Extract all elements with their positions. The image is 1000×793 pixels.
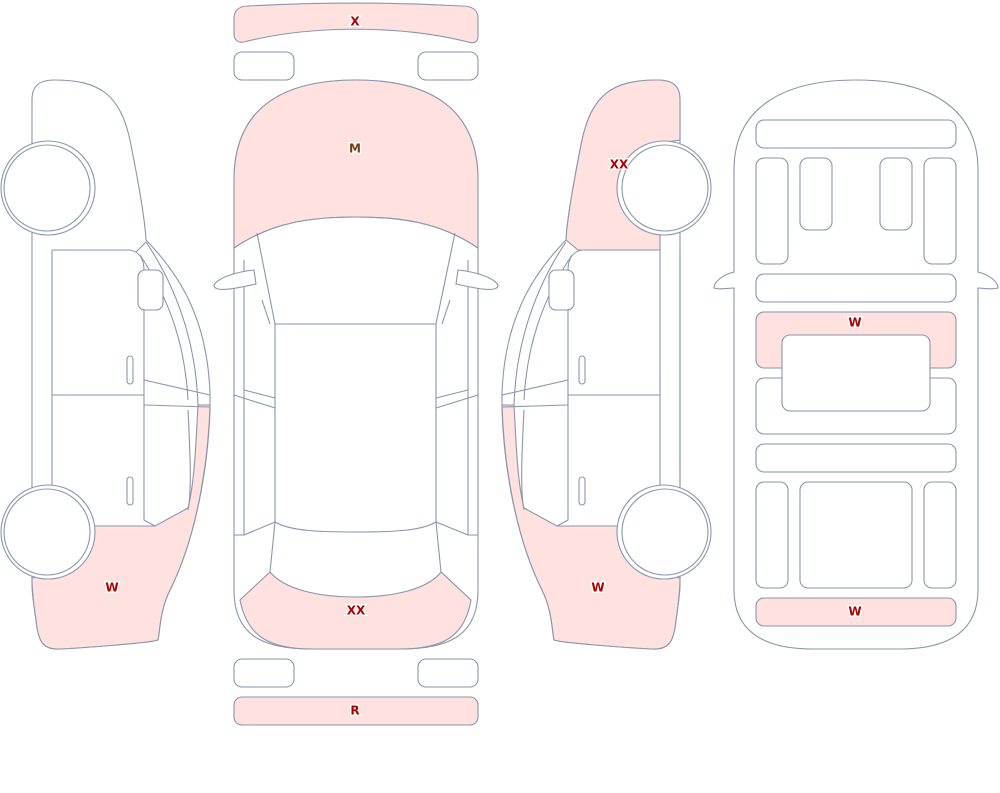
under-panel-rear-crossmember[interactable] xyxy=(755,443,957,473)
under-panel-rear-center[interactable] xyxy=(799,481,913,589)
under-panel-front-right[interactable] xyxy=(923,157,957,265)
damage-labels: X M XX R W XX W W W xyxy=(104,13,863,719)
left-rear-quarter-panel[interactable] xyxy=(31,404,211,650)
right-mirror xyxy=(548,269,575,311)
right-mirror-top xyxy=(455,269,499,290)
under-panel-rear-right[interactable] xyxy=(923,481,957,589)
left-front-handle[interactable] xyxy=(126,355,134,385)
under-panel-front-inner-right[interactable] xyxy=(879,157,913,231)
under-panel-center[interactable] xyxy=(781,334,931,412)
left-rear-quarter-label: W xyxy=(105,581,118,595)
rear-right-light xyxy=(417,658,479,688)
front-left-light xyxy=(233,51,295,81)
trunk-label: XX xyxy=(347,604,366,618)
hood-label: M xyxy=(349,142,361,156)
under-panel-front-left[interactable] xyxy=(755,157,789,265)
front-bumper[interactable] xyxy=(233,2,479,44)
right-front-wheel[interactable] xyxy=(621,144,709,232)
right-rear-handle[interactable] xyxy=(578,476,586,506)
under-panel-front[interactable] xyxy=(755,119,957,149)
left-front-wheel[interactable] xyxy=(3,144,91,232)
underside-view xyxy=(713,79,999,650)
left-rear-wheel[interactable] xyxy=(3,488,91,576)
right-rear-wheel[interactable] xyxy=(621,488,709,576)
trunk-lid[interactable] xyxy=(239,571,472,650)
windshield xyxy=(233,216,479,249)
left-side-view xyxy=(0,79,211,650)
under-panel-rear[interactable] xyxy=(755,597,957,627)
front-bumper-label: X xyxy=(350,15,360,29)
right-rear-quarter-label: W xyxy=(591,581,604,595)
left-mirror xyxy=(137,269,164,311)
underside-rear-label: W xyxy=(848,605,861,619)
underside-middle-label: W xyxy=(848,316,861,330)
under-panel-rear-left[interactable] xyxy=(755,481,789,589)
right-rear-quarter-panel[interactable] xyxy=(501,404,681,650)
right-side-view xyxy=(501,79,712,650)
right-front-fender-label: XX xyxy=(610,158,629,172)
left-rear-handle[interactable] xyxy=(126,476,134,506)
rear-bumper-label: R xyxy=(350,704,359,718)
under-panel-front-inner-left[interactable] xyxy=(799,157,833,231)
rear-bumper[interactable] xyxy=(233,696,479,726)
left-mirror-top xyxy=(213,269,257,290)
right-front-handle[interactable] xyxy=(578,355,586,385)
under-panel-crossmember[interactable] xyxy=(755,273,957,303)
front-right-light xyxy=(417,51,479,81)
rear-left-light xyxy=(233,658,295,688)
top-view xyxy=(213,2,499,726)
